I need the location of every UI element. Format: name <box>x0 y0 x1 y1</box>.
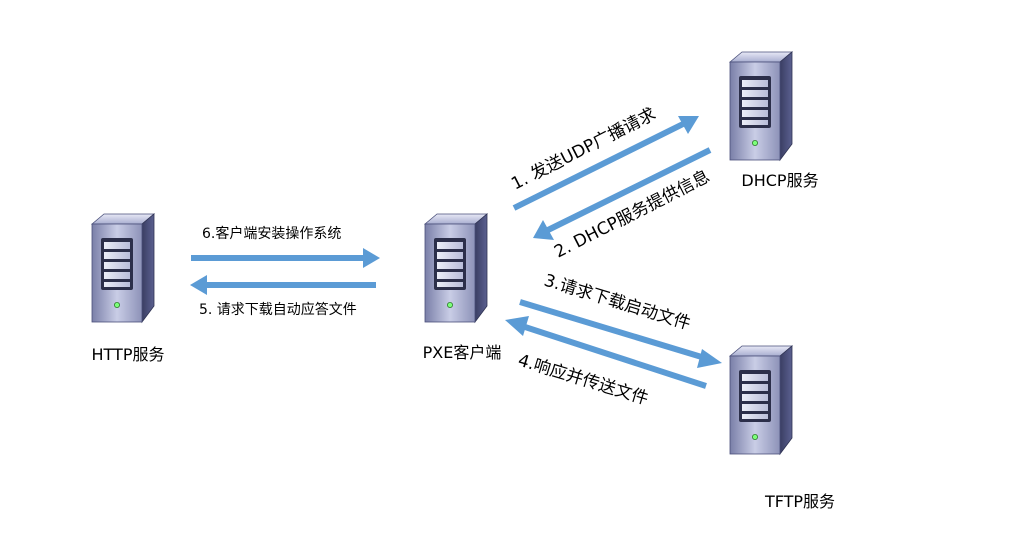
edge-5-arrow <box>190 275 376 295</box>
edge-3-label: 3.请求下载启动文件 <box>542 271 693 335</box>
edge-5-label: 5. 请求下载自动应答文件 <box>199 301 357 318</box>
tftp-service-label: TFTP服务 <box>764 492 835 511</box>
http-server-icon <box>91 213 155 323</box>
edge-1-arrow <box>512 116 699 211</box>
edge-2-arrow <box>533 147 712 240</box>
dhcp-server-icon <box>729 51 793 161</box>
edge-6-arrow <box>191 248 380 268</box>
dhcp-service-label: DHCP服务 <box>741 171 818 190</box>
edge-4-arrow <box>505 316 707 389</box>
http-service-label: HTTP服务 <box>92 345 165 364</box>
edge-3-arrow <box>519 299 722 368</box>
edge-6-label: 6.客户端安装操作系统 <box>202 225 341 242</box>
pxe-client-icon <box>424 213 488 323</box>
pxe-client-label: PXE客户端 <box>423 343 502 362</box>
tftp-server-icon <box>729 345 793 455</box>
